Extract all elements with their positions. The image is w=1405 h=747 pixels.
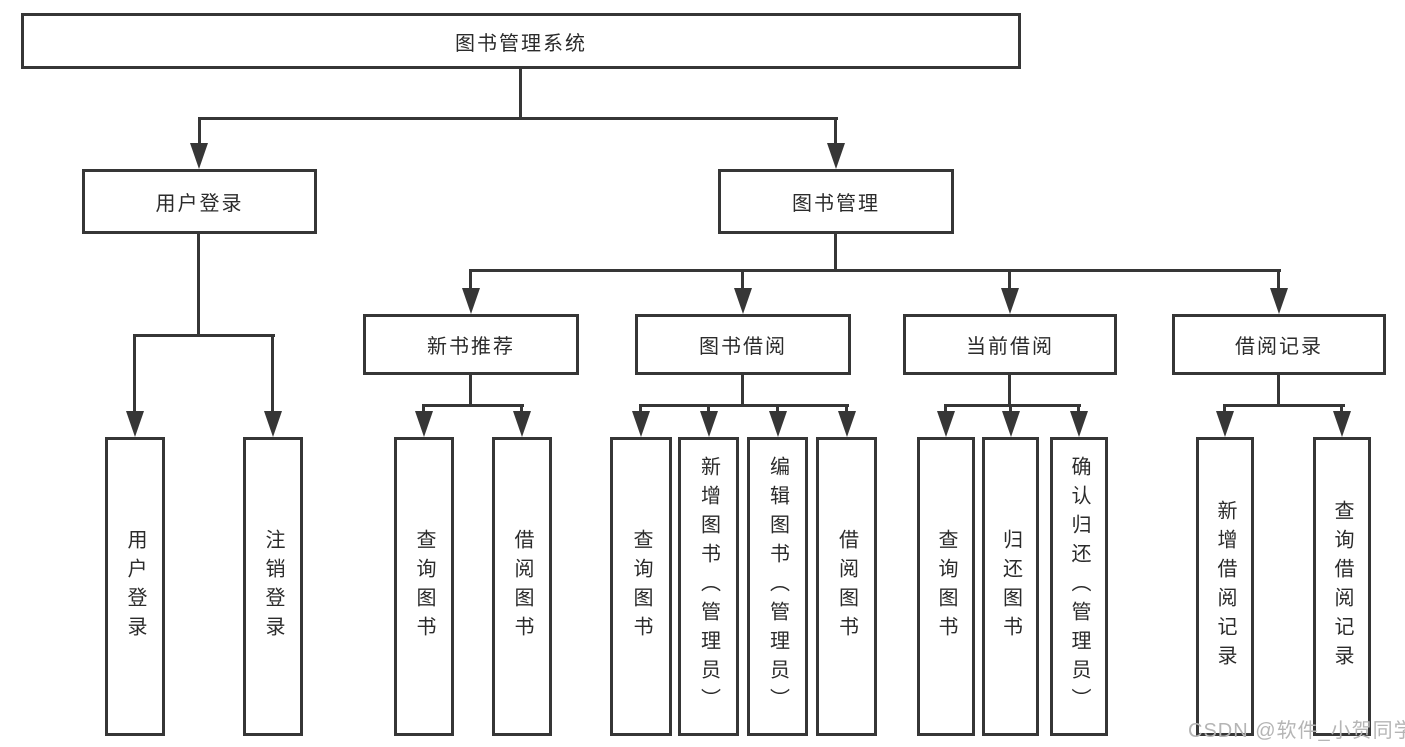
connector-line <box>198 119 201 145</box>
node-borrowing-borrow-books: 借阅图书 <box>816 437 877 736</box>
node-label: 注销登录 <box>262 528 284 645</box>
node-current-borrowing: 当前借阅 <box>903 314 1117 375</box>
node-book-borrowing: 图书借阅 <box>635 314 851 375</box>
node-user-login: 用户登录 <box>82 169 317 234</box>
connector-arrowhead <box>1070 411 1088 437</box>
connector-arrowhead <box>513 411 531 437</box>
node-label: 借阅图书 <box>511 528 533 645</box>
connector-line <box>1223 404 1226 413</box>
connector-arrowhead <box>769 411 787 437</box>
connector-line <box>1277 269 1280 290</box>
connector-line <box>1077 404 1080 413</box>
node-label: 用户登录 <box>124 528 146 645</box>
node-label: 查询图书 <box>630 528 652 645</box>
node-label: 查询图书 <box>413 528 435 645</box>
node-label: 确认归还（管理员） <box>1068 456 1090 717</box>
node-borrowing-edit-books-admin: 编辑图书（管理员） <box>747 437 808 736</box>
connector-line <box>1223 404 1345 407</box>
connector-line <box>197 234 200 337</box>
connector-line <box>1340 404 1343 413</box>
connector-line <box>133 334 275 337</box>
connector-line <box>741 374 744 407</box>
connector-line <box>519 69 522 120</box>
node-recommend-borrow-books: 借阅图书 <box>492 437 552 736</box>
csdn-watermark: CSDN @软件_小贺同学 <box>1188 720 1405 742</box>
connector-line <box>422 404 524 407</box>
connector-line <box>469 269 472 290</box>
node-label: 查询图书 <box>935 528 957 645</box>
connector-line <box>520 404 523 413</box>
node-book-management: 图书管理 <box>718 169 954 234</box>
connector-arrowhead <box>700 411 718 437</box>
connector-arrowhead <box>937 411 955 437</box>
connector-line <box>944 404 1081 407</box>
node-recommend-query-books: 查询图书 <box>394 437 454 736</box>
node-label: 新增图书（管理员） <box>697 456 720 717</box>
connector-line <box>944 404 947 413</box>
node-records-add-record: 新增借阅记录 <box>1196 437 1254 736</box>
node-borrowing-query-books: 查询图书 <box>610 437 672 736</box>
node-new-book-recommendation: 新书推荐 <box>363 314 579 375</box>
connector-line <box>133 334 136 413</box>
node-label: 归还图书 <box>999 528 1022 645</box>
connector-arrowhead <box>462 288 480 314</box>
node-label: 借阅图书 <box>835 528 858 645</box>
connector-line <box>469 374 472 407</box>
connector-arrowhead <box>264 411 282 437</box>
connector-line <box>1277 374 1280 407</box>
node-user-login-action: 用户登录 <box>105 437 165 736</box>
node-current-confirm-return-admin: 确认归还（管理员） <box>1050 437 1108 736</box>
connector-line <box>198 117 838 120</box>
node-label: 查询借阅记录 <box>1331 499 1353 674</box>
connector-line <box>470 269 1281 272</box>
connector-arrowhead <box>1333 411 1351 437</box>
node-borrowing-add-books-admin: 新增图书（管理员） <box>678 437 739 736</box>
node-records-query-record: 查询借阅记录 <box>1313 437 1371 736</box>
connector-arrowhead <box>415 411 433 437</box>
node-library-system: 图书管理系统 <box>21 13 1021 69</box>
connector-arrowhead <box>1002 411 1020 437</box>
connector-arrowhead <box>734 288 752 314</box>
connector-arrowhead <box>126 411 144 437</box>
connector-line <box>834 119 837 145</box>
node-label: 新增借阅记录 <box>1214 499 1236 674</box>
connector-line <box>707 404 710 413</box>
connector-arrowhead <box>827 143 845 169</box>
connector-arrowhead <box>1270 288 1288 314</box>
connector-arrowhead <box>632 411 650 437</box>
connector-line <box>741 269 744 290</box>
node-borrowing-records: 借阅记录 <box>1172 314 1386 375</box>
connector-line <box>1009 404 1012 413</box>
connector-arrowhead <box>1216 411 1234 437</box>
connector-arrowhead <box>1001 288 1019 314</box>
connector-line <box>1008 269 1011 290</box>
node-current-query-books: 查询图书 <box>917 437 975 736</box>
connector-arrowhead <box>838 411 856 437</box>
node-logout-action: 注销登录 <box>243 437 303 736</box>
connector-line <box>639 404 849 407</box>
node-label: 编辑图书（管理员） <box>766 456 789 717</box>
connector-line <box>271 334 274 413</box>
connector-line <box>845 404 848 413</box>
connector-line <box>834 234 837 272</box>
connector-line <box>1008 374 1011 407</box>
node-current-return-books: 归还图书 <box>982 437 1039 736</box>
connector-line <box>422 404 425 413</box>
connector-line <box>776 404 779 413</box>
connector-line <box>639 404 642 413</box>
connector-arrowhead <box>190 143 208 169</box>
